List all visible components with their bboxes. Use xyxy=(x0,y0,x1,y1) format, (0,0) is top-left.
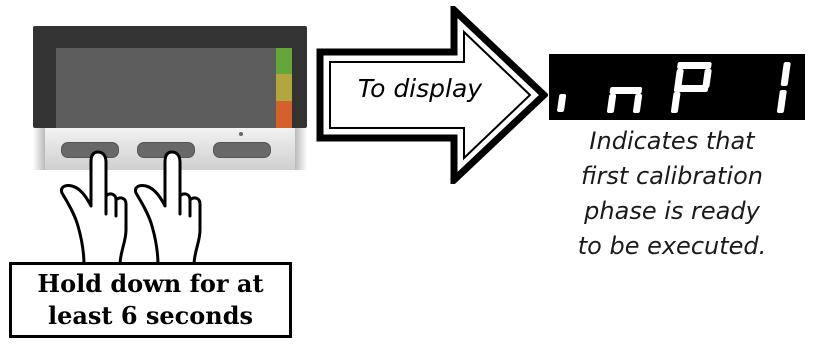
caption-line-4: to be executed. xyxy=(532,229,812,264)
seven-segment-display: inP1 xyxy=(549,54,805,120)
hand-pointing-icon xyxy=(61,152,126,265)
device-screen xyxy=(56,48,276,128)
caption: Indicates that first calibration phase i… xyxy=(532,124,812,264)
caption-line-3: phase is ready xyxy=(532,194,812,229)
instruction-line-1: Hold down for at xyxy=(37,268,263,300)
caption-line-2: first calibration xyxy=(532,159,812,194)
led-red-indicator xyxy=(276,101,292,128)
arrow-label: To display xyxy=(336,74,504,103)
keypad-right-edge xyxy=(295,128,307,170)
hands-group xyxy=(40,140,270,265)
device-indicator-dot xyxy=(239,132,243,136)
caption-line-1: Indicates that xyxy=(532,124,812,159)
led-green-indicator xyxy=(276,48,292,74)
led-yellow-indicator xyxy=(276,74,292,101)
instruction-line-2: least 6 seconds xyxy=(48,300,253,332)
display-text: inP1 xyxy=(549,54,583,58)
display-readout: inP1 xyxy=(549,54,805,120)
hand-pointing-icon xyxy=(135,152,200,265)
instruction-box: Hold down for at least 6 seconds xyxy=(9,262,292,338)
